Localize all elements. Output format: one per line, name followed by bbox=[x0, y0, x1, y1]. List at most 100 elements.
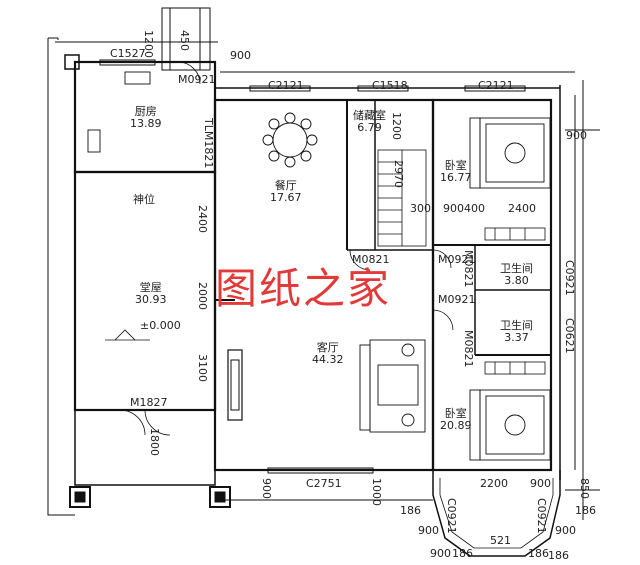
hall-label: 堂屋 30.93 bbox=[135, 282, 167, 306]
label-m0821-stair: M0821 bbox=[352, 253, 390, 266]
label-900-right: 900 bbox=[566, 129, 587, 142]
dining-label: 餐厅 17.67 bbox=[270, 180, 302, 204]
bath1-area: 3.80 bbox=[504, 274, 529, 287]
label-2200: 2200 bbox=[480, 477, 508, 490]
east-block-walls bbox=[431, 98, 553, 472]
label-2400-bed: 2400 bbox=[508, 202, 536, 215]
kitchen-label: 厨房 13.89 bbox=[130, 106, 162, 130]
door-m1827 bbox=[119, 409, 171, 436]
label-900400: 900400 bbox=[443, 202, 485, 215]
column-tl bbox=[64, 54, 80, 70]
outer-dimension-line bbox=[47, 37, 75, 516]
bedroom2-area: 20.89 bbox=[440, 419, 472, 432]
shrine-label: 神位 bbox=[133, 193, 155, 206]
sofa-set bbox=[359, 339, 426, 433]
label-m0921-bath1: M0921 bbox=[438, 253, 476, 266]
bedroom2-label: 卧室 20.89 bbox=[440, 408, 472, 432]
kitchen-counter bbox=[87, 71, 151, 153]
label-1800: 1800 bbox=[148, 428, 161, 456]
label-m0921-kitchen: M0921 bbox=[178, 73, 216, 86]
bath2-label: 卫生间 3.37 bbox=[500, 320, 533, 344]
label-3100: 3100 bbox=[196, 354, 209, 382]
label-1200-storage: 1200 bbox=[390, 112, 403, 140]
door-m0921-kitchen bbox=[177, 61, 201, 85]
storage-name: 储藏室 bbox=[353, 109, 386, 122]
label-c2751: C2751 bbox=[306, 477, 342, 490]
label-1200-top: 1200 bbox=[142, 30, 155, 58]
label-186-a: 186 bbox=[400, 504, 421, 517]
staircase bbox=[377, 149, 427, 247]
column-bl-inner bbox=[74, 491, 86, 503]
tv-cabinet-inner bbox=[230, 359, 240, 411]
label-2000: 2000 bbox=[196, 282, 209, 310]
bedroom1-area: 16.77 bbox=[440, 171, 472, 184]
porch-walls bbox=[74, 409, 216, 486]
bath2-name: 卫生间 bbox=[500, 319, 533, 332]
bed-bedroom-2 bbox=[469, 389, 551, 461]
label-900-bottom: 900 bbox=[260, 478, 273, 499]
door-m0921-bath bbox=[432, 249, 452, 269]
hall-name: 堂屋 bbox=[139, 281, 162, 294]
label-c1527: C1527 bbox=[110, 47, 146, 60]
column-br-inner bbox=[214, 491, 226, 503]
door-m0821-bed2 bbox=[432, 309, 454, 331]
label-2400-dining: 2400 bbox=[196, 205, 209, 233]
dining-table bbox=[262, 112, 318, 168]
label-m0821-bed2: M0821 bbox=[462, 330, 475, 368]
label-c0921-bay-right: C0921 bbox=[535, 498, 548, 534]
bedroom2-name: 卧室 bbox=[444, 407, 467, 420]
flue-shaft bbox=[161, 7, 211, 71]
label-c2121-right: C2121 bbox=[478, 79, 514, 92]
dining-area: 17.67 bbox=[270, 191, 302, 204]
label-m0821-bath1: M0821 bbox=[462, 250, 475, 288]
living-label: 客厅 44.32 bbox=[312, 342, 344, 366]
bedroom1-name: 卧室 bbox=[444, 159, 467, 172]
tv-cabinet bbox=[227, 349, 243, 421]
bath1-name: 卫生间 bbox=[500, 262, 533, 275]
bay-window-inner bbox=[439, 478, 554, 549]
column-bl bbox=[69, 486, 91, 508]
label-900-bay-b: 900 bbox=[430, 547, 451, 560]
label-c0921-bath1: C0921 bbox=[563, 260, 576, 296]
label-m1827: M1827 bbox=[130, 396, 168, 409]
elevation-marker bbox=[105, 329, 150, 341]
elevation-label: ±0.000 bbox=[140, 319, 181, 332]
label-186-e: 186 bbox=[548, 549, 569, 562]
living-name: 客厅 bbox=[316, 341, 339, 354]
label-c0921-bay-left: C0921 bbox=[445, 498, 458, 534]
bath1-label: 卫生间 3.80 bbox=[500, 263, 533, 287]
watermark-text: 图纸之家 bbox=[215, 264, 392, 313]
kitchen-name: 厨房 bbox=[134, 105, 157, 118]
window-c1518-top bbox=[357, 85, 409, 92]
label-900-top: 900 bbox=[230, 49, 251, 62]
label-521: 521 bbox=[490, 534, 511, 547]
label-900-bay-bl: 900 bbox=[418, 524, 439, 537]
label-186-d: 186 bbox=[575, 504, 596, 517]
window-c2121-top-right bbox=[464, 85, 526, 92]
living-area: 44.32 bbox=[312, 353, 344, 366]
window-c2121-top-left bbox=[249, 85, 311, 92]
label-c1518: C1518 bbox=[372, 79, 408, 92]
label-tlm1821: TLM1821 bbox=[202, 118, 215, 169]
hall-area: 30.93 bbox=[135, 293, 167, 306]
bath2-area: 3.37 bbox=[504, 331, 529, 344]
label-1000: 1000 bbox=[370, 478, 383, 506]
storage-area: 6.79 bbox=[357, 121, 382, 134]
storage-label: 储藏室 6.79 bbox=[353, 110, 386, 134]
label-186-c: 186 bbox=[528, 547, 549, 560]
window-c2751 bbox=[267, 467, 374, 474]
door-m0821-stair bbox=[349, 249, 371, 271]
dining-name: 餐厅 bbox=[274, 179, 297, 192]
label-m0921-bath2: M0921 bbox=[438, 293, 476, 306]
kitchen-area: 13.89 bbox=[130, 117, 162, 130]
bedroom1-label: 卧室 16.77 bbox=[440, 160, 472, 184]
bed-bedroom-1 bbox=[469, 117, 551, 189]
label-c0621-bath2: C0621 bbox=[563, 318, 576, 354]
label-850: 850 bbox=[578, 478, 591, 499]
label-2970: 2970 bbox=[392, 160, 405, 188]
label-900-bay-br: 900 bbox=[555, 524, 576, 537]
label-300: 300 bbox=[410, 202, 431, 215]
wardrobe-2 bbox=[484, 361, 546, 375]
label-900-bay: 900 bbox=[530, 477, 551, 490]
